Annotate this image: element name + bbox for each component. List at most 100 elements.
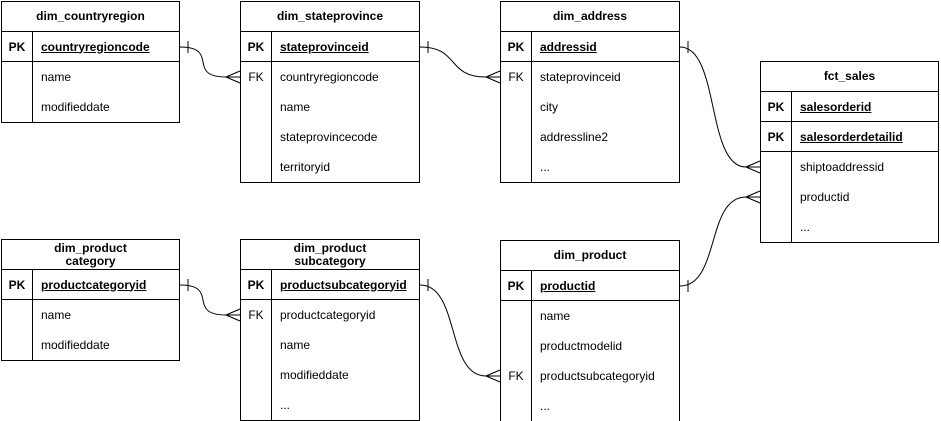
- field-name: modifieddate: [280, 368, 349, 382]
- field-name: stateprovincecode: [280, 130, 378, 144]
- field-name: ...: [280, 398, 291, 412]
- key-badge: FK: [248, 308, 264, 322]
- key-badge: PK: [247, 277, 265, 292]
- key-badge: PK: [767, 129, 785, 144]
- field-name: addressid: [540, 39, 597, 54]
- cardinality-many-marker: [745, 160, 761, 174]
- field-name: name: [41, 70, 72, 84]
- key-badge: PK: [247, 39, 265, 54]
- table-row: name: [241, 330, 419, 360]
- table-row: addressline2: [501, 122, 679, 152]
- table-row: name: [241, 92, 419, 122]
- key-badge: PK: [8, 39, 26, 54]
- key-badge: FK: [508, 70, 524, 84]
- table-row: modifieddate: [2, 330, 179, 360]
- field-name: salesorderid: [800, 99, 872, 114]
- entity-field-list: PK productcategoryid name modifieddate: [2, 270, 179, 360]
- relationship-line[interactable]: [419, 46, 487, 78]
- field-name: name: [540, 309, 571, 323]
- field-name: territoryid: [280, 160, 331, 174]
- table-row: PK productsubcategoryid: [241, 270, 419, 300]
- relationship-line[interactable]: [679, 46, 747, 168]
- field-name: name: [41, 308, 72, 322]
- field-name: productcategoryid: [280, 308, 376, 322]
- key-badge: PK: [507, 39, 525, 54]
- field-name: ...: [540, 399, 551, 413]
- table-row: PK countryregioncode: [2, 32, 179, 62]
- relationship-dim_address-to-fct_sales[interactable]: [679, 41, 761, 174]
- entity-title: dim_product subcategory: [241, 240, 419, 270]
- table-row: FK stateprovinceid: [501, 62, 679, 92]
- cardinality-many-marker: [225, 308, 241, 322]
- entity-title: dim_stateprovince: [241, 2, 419, 32]
- key-badge: FK: [508, 369, 524, 383]
- field-name: countryregioncode: [280, 70, 379, 84]
- field-name: ...: [800, 220, 811, 234]
- field-name: productid: [540, 278, 596, 293]
- table-row: PK addressid: [501, 32, 679, 62]
- cardinality-many-marker: [225, 70, 241, 84]
- relationship-dim_productsubcategory-to-dim_product[interactable]: [419, 279, 501, 383]
- table-row: ...: [501, 391, 679, 421]
- entity-title: fct_sales: [761, 62, 938, 92]
- table-row: territoryid: [241, 152, 419, 182]
- key-badge: PK: [8, 277, 26, 292]
- table-row: stateprovincecode: [241, 122, 419, 152]
- field-name: productmodelid: [540, 339, 623, 353]
- table-row: name: [2, 300, 179, 330]
- relationship-dim_countryregion-to-dim_stateprovince[interactable]: [179, 41, 241, 84]
- relationship-dim_product-to-fct_sales[interactable]: [679, 190, 761, 292]
- field-name: shiptoaddressid: [800, 160, 885, 174]
- relationship-line[interactable]: [179, 46, 227, 78]
- table-row: ...: [501, 152, 679, 182]
- field-name: city: [540, 100, 558, 114]
- table-row: PK productid: [501, 271, 679, 301]
- table-row: FK productsubcategoryid: [501, 361, 679, 391]
- table-row: name: [501, 301, 679, 331]
- field-name: name: [280, 100, 311, 114]
- field-name: addressline2: [540, 130, 609, 144]
- table-row: ...: [761, 212, 938, 242]
- field-name: productsubcategoryid: [540, 369, 655, 383]
- relationship-line[interactable]: [679, 196, 747, 287]
- table-row: FK productcategoryid: [241, 300, 419, 330]
- key-badge: PK: [507, 278, 525, 293]
- field-name: stateprovinceid: [280, 39, 369, 54]
- table-row: PK stateprovinceid: [241, 32, 419, 62]
- field-name: modifieddate: [41, 338, 110, 352]
- field-name: productsubcategoryid: [280, 277, 407, 292]
- relationship-line[interactable]: [419, 284, 487, 377]
- field-name: ...: [540, 160, 551, 174]
- table-row: PK productcategoryid: [2, 270, 179, 300]
- cardinality-many-marker: [485, 70, 501, 84]
- field-name: stateprovinceid: [540, 70, 621, 84]
- relationship-line[interactable]: [179, 284, 227, 316]
- relationship-dim_productcategory-to-dim_productsubcategory[interactable]: [179, 279, 241, 322]
- table-row: productmodelid: [501, 331, 679, 361]
- field-name: productid: [800, 190, 850, 204]
- relationship-dim_stateprovince-to-dim_address[interactable]: [419, 41, 501, 84]
- cardinality-many-marker: [485, 369, 501, 383]
- table-row: shiptoaddressid: [761, 152, 938, 182]
- field-name: countryregioncode: [41, 39, 150, 54]
- entity-title: dim_product category: [2, 240, 179, 270]
- table-row: name: [2, 62, 179, 92]
- table-row: city: [501, 92, 679, 122]
- field-name: productcategoryid: [41, 277, 147, 292]
